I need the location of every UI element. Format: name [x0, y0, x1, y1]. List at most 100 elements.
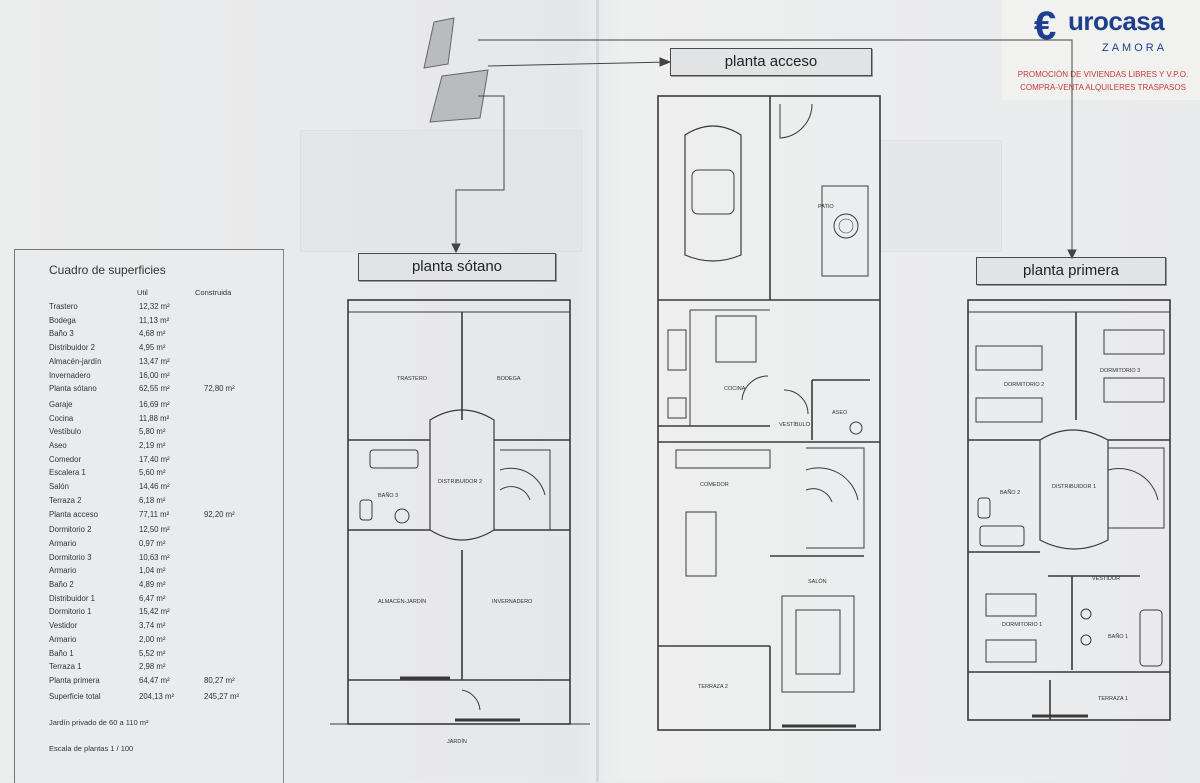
room-dormitorio1: DORMITORIO 1: [1002, 622, 1042, 628]
room-almacen: ALMACÉN-JARDÍN: [378, 598, 426, 605]
paper-crease: [596, 0, 599, 782]
row-construida: 245,27 m²: [204, 691, 240, 701]
row-name: Distribuidor 2: [49, 343, 95, 353]
row-util: 6,47 m²: [139, 593, 166, 603]
table-row: Dormitorio 3 10,63 m²: [49, 553, 279, 565]
key-plan-thumbnail: [423, 17, 455, 69]
row-name: Invernadero: [49, 370, 91, 380]
row-name: Dormitorio 2: [49, 525, 92, 535]
row-name: Armario: [49, 566, 77, 576]
row-util: 12,32 m²: [139, 302, 170, 311]
background-building-drawing: [300, 130, 582, 252]
row-util: 2,00 m²: [139, 634, 166, 644]
surface-table: Cuadro de superficies Util Construida Tr…: [14, 249, 284, 783]
row-util: 14,46 m²: [139, 482, 170, 492]
table-row: Armario 2,00 m²: [49, 635, 279, 647]
table-row: Dormitorio 1 15,42 m²: [49, 607, 279, 619]
garden-note: Jardín privado de 60 a 110 m²: [49, 718, 149, 727]
plan-label-sotano: planta sótano: [358, 253, 556, 281]
row-name: Vestíbulo: [49, 427, 82, 437]
table-row: Terraza 1 2,98 m²: [49, 662, 279, 674]
row-name: Aseo: [49, 441, 67, 450]
row-util: 16,00 m²: [139, 370, 170, 380]
arrow-to-primera: [478, 39, 1073, 258]
row-util: 2,19 m²: [139, 441, 166, 450]
table-title: Cuadro de superficies: [49, 263, 166, 277]
row-construida: 72,80 m²: [204, 384, 235, 394]
room-terraza2: TERRAZA 2: [698, 684, 728, 690]
table-row: Distribuidor 2 4,95 m²: [49, 343, 279, 355]
row-util: 62,55 m²: [139, 384, 170, 394]
arrow-to-sotano: [455, 95, 505, 252]
row-name: Planta sótano: [49, 384, 97, 394]
room-dormitorio3: DORMITORIO 3: [1100, 368, 1140, 374]
row-util: 12,50 m²: [139, 525, 170, 535]
room-vestibulo: VESTÍBULO: [779, 421, 811, 428]
plan-sotano: [330, 299, 590, 725]
table-row: Baño 3 4,68 m²: [49, 329, 279, 341]
row-name: Comedor: [49, 454, 82, 464]
row-name: Almacén-jardín: [49, 356, 102, 366]
row-util: 2,98 m²: [139, 662, 166, 672]
room-bodega: BODEGA: [497, 376, 521, 382]
brand-city: ZAMORA: [1102, 42, 1168, 54]
row-name: Dormitorio 1: [49, 607, 92, 617]
row-name: Trastero: [49, 302, 78, 311]
room-vestidor: VESTIDOR: [1092, 576, 1120, 582]
arrow-to-acceso: [487, 61, 669, 67]
row-name: Dormitorio 3: [49, 552, 92, 562]
row-name: Planta acceso: [49, 509, 98, 519]
row-name: Armario: [49, 538, 77, 548]
table-row: Dormitorio 2 12,50 m²: [49, 525, 279, 537]
room-invernadero: INVERNADERO: [492, 599, 533, 605]
plan-primera: [967, 299, 1171, 721]
room-distribuidor1: DISTRIBUIDOR 1: [1052, 484, 1096, 490]
background-building-drawing: [880, 140, 1002, 252]
row-util: 204,13 m²: [139, 691, 175, 701]
room-aseo: ASEO: [832, 410, 848, 416]
row-util: 77,11 m²: [139, 509, 170, 519]
row-name: Armario: [49, 634, 77, 644]
scale-note: Escala de plantas 1 / 100: [49, 744, 134, 753]
row-util: 6,18 m²: [139, 495, 166, 505]
room-bano1: BAÑO 1: [1108, 633, 1128, 640]
row-name: Terraza 1: [49, 662, 82, 672]
room-distribuidor2: DISTRIBUIDOR 2: [438, 479, 482, 485]
table-row: Trastero 12,32 m²: [49, 302, 279, 314]
row-util: 5,52 m²: [139, 648, 166, 658]
row-util: 5,60 m²: [139, 468, 166, 478]
row-util: 1,04 m²: [139, 566, 166, 576]
room-dormitorio2: DORMITORIO 2: [1004, 382, 1044, 388]
row-name: Cocina: [49, 413, 74, 423]
row-name: Baño 3: [49, 329, 74, 339]
table-row: Vestíbulo 5,80 m²: [49, 427, 279, 439]
row-util: 3,74 m²: [139, 621, 166, 631]
plan-acceso: [657, 95, 881, 731]
row-util: 15,42 m²: [139, 607, 170, 617]
row-util: 10,63 m²: [139, 552, 170, 562]
row-util: 4,95 m²: [139, 343, 166, 353]
room-bano2: BAÑO 2: [1000, 489, 1020, 496]
room-cocina: COCINA: [724, 386, 746, 392]
plan-label-acceso: planta acceso: [670, 48, 872, 76]
room-jardin: JARDÍN: [447, 738, 467, 745]
row-name: Baño 2: [49, 580, 74, 589]
row-name: Bodega: [49, 315, 76, 325]
row-util: 5,80 m²: [139, 427, 166, 437]
row-util: 4,68 m²: [139, 329, 166, 339]
room-salon: SALÓN: [808, 578, 827, 585]
